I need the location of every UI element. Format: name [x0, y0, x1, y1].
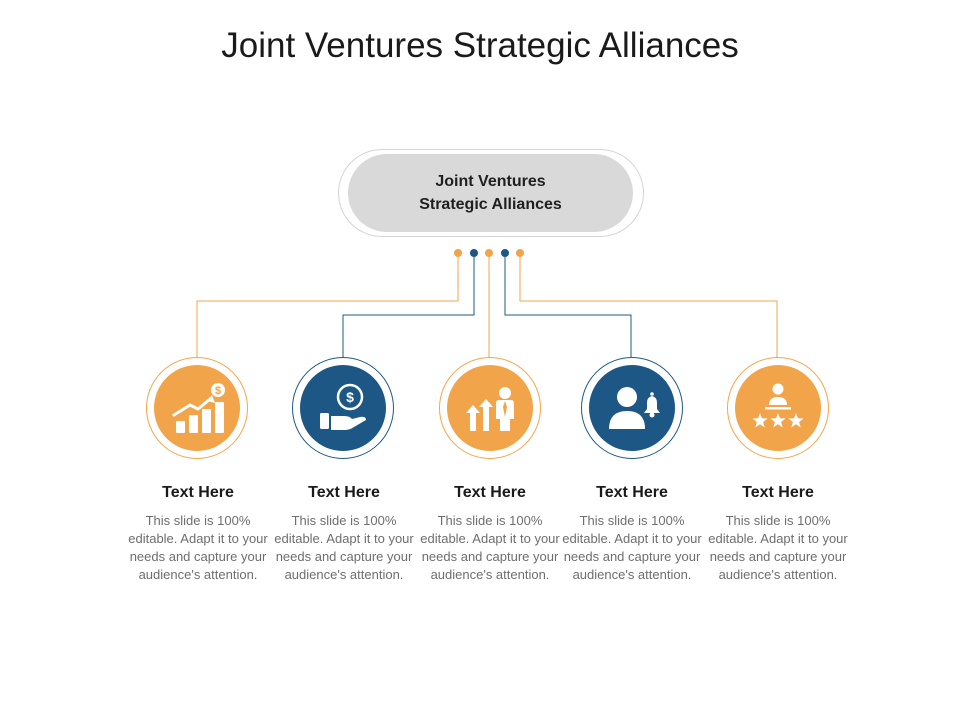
item-1-description: This slide is 100% editable. Adapt it to… — [128, 513, 268, 582]
svg-text:$: $ — [346, 389, 354, 405]
page-title: Joint Ventures Strategic Alliances — [221, 26, 739, 65]
item-1-label: Text Here — [162, 484, 234, 501]
connector-2 — [342, 253, 475, 358]
node-2-circle: $ — [300, 365, 386, 451]
connector-dot-4 — [501, 249, 509, 257]
node-5-circle — [735, 365, 821, 451]
hub-outline — [338, 149, 644, 237]
item-4-description: This slide is 100% editable. Adapt it to… — [562, 513, 702, 582]
hub-pill: Joint Ventures Strategic Alliances — [348, 154, 633, 232]
connector-dot-3 — [485, 249, 493, 257]
hub-title-line-1: Joint Ventures — [435, 173, 546, 190]
item-3-description: This slide is 100% editable. Adapt it to… — [420, 513, 560, 582]
connector-5 — [519, 253, 778, 358]
hub-title-line-2: Strategic Alliances — [419, 196, 562, 213]
item-4-label: Text Here — [596, 484, 668, 501]
item-5-description: This slide is 100% editable. Adapt it to… — [708, 513, 848, 582]
growth-chart-dollar-icon: $ — [172, 383, 225, 433]
growth-arrows-businessman-icon — [466, 387, 514, 431]
node-4-circle — [589, 365, 675, 451]
connector-1 — [196, 253, 459, 358]
person-stars-icon — [752, 383, 804, 428]
node-3-circle — [447, 365, 533, 451]
hand-coin-icon: $ — [320, 383, 366, 430]
node-1-circle: $ — [154, 365, 240, 451]
user-bell-icon — [609, 387, 660, 429]
item-5-label: Text Here — [742, 484, 814, 501]
item-2-description: This slide is 100% editable. Adapt it to… — [274, 513, 414, 582]
connector-dot-2 — [470, 249, 478, 257]
connector-dot-5 — [516, 249, 524, 257]
connector-4 — [504, 253, 632, 358]
item-2-label: Text Here — [308, 484, 380, 501]
item-3-label: Text Here — [454, 484, 526, 501]
connector-dot-1 — [454, 249, 462, 257]
svg-text:$: $ — [215, 385, 221, 397]
